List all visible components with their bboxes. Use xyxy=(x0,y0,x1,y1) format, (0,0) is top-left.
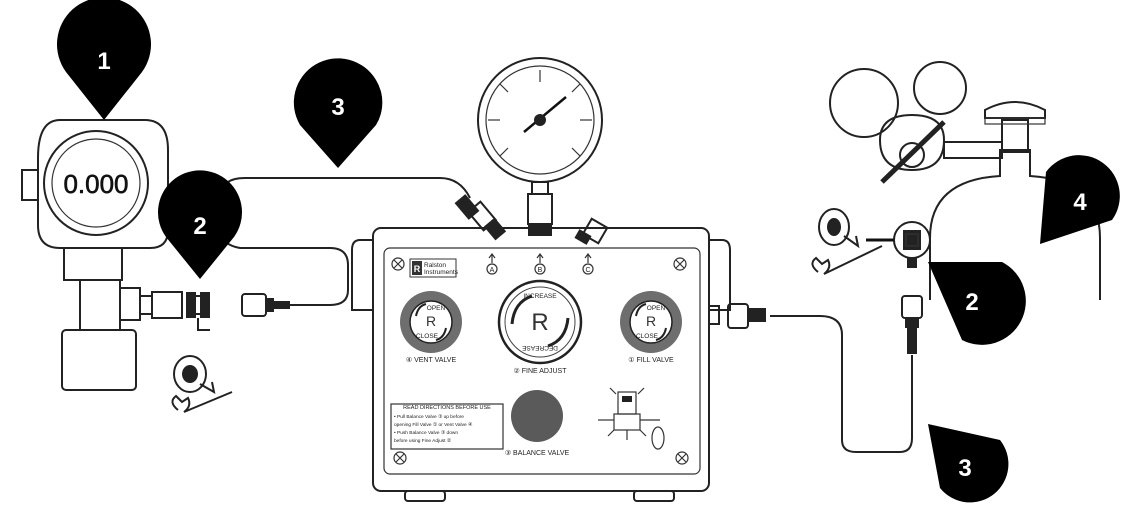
vent-valve-label: ④ VENT VALVE xyxy=(406,356,457,364)
svg-text:DECREASE: DECREASE xyxy=(521,344,557,351)
quick-connect-right xyxy=(901,295,923,354)
svg-text:OPEN: OPEN xyxy=(647,305,666,312)
svg-text:CLOSE: CLOSE xyxy=(636,333,659,340)
directions-line: • Push Balance Valve ③ down xyxy=(394,430,458,436)
svg-text:3: 3 xyxy=(331,94,344,121)
callout-marker: 3 xyxy=(928,424,1009,503)
balance-valve-label: ③ BALANCE VALVE xyxy=(505,449,570,457)
svg-text:3: 3 xyxy=(958,455,971,482)
fill-valve-knob: OPEN R CLOSE xyxy=(620,291,682,353)
svg-text:4: 4 xyxy=(1073,189,1087,216)
corner-screw xyxy=(391,257,405,271)
quick-connect-left xyxy=(241,293,290,317)
brand-subtitle: Instruments xyxy=(424,269,459,276)
panel-connector-right xyxy=(574,217,609,245)
transmitter-display: 0.000 xyxy=(63,169,128,199)
svg-text:C: C xyxy=(585,267,590,274)
balance-valve-knob xyxy=(511,390,563,442)
fill-valve-label: ① FILL VALVE xyxy=(628,356,674,364)
directions-title: READ DIRECTIONS BEFORE USE xyxy=(403,405,491,411)
svg-text:2: 2 xyxy=(965,289,978,316)
calibration-panel: R Ralston Instruments A B C OPEN R CLOSE xyxy=(351,227,766,502)
wrench-icon xyxy=(811,245,883,275)
hose-left xyxy=(221,177,471,306)
gas-regulator-icon xyxy=(829,61,1003,184)
port-b-marker: B xyxy=(534,253,546,275)
panel-connector-left xyxy=(454,194,507,241)
svg-text:B: B xyxy=(538,267,543,274)
svg-text:1: 1 xyxy=(97,48,110,75)
corner-screw xyxy=(673,257,687,271)
callout-marker: 1 xyxy=(57,0,151,120)
schematic-icon xyxy=(598,387,665,450)
svg-text:R: R xyxy=(426,313,436,329)
directions-line: • Pull Balance Valve ③ up before xyxy=(394,414,464,420)
directions-box: READ DIRECTIONS BEFORE USE • Pull Balanc… xyxy=(390,403,504,450)
svg-text:2: 2 xyxy=(193,213,206,240)
regulator-fitting xyxy=(866,221,931,268)
directions-line: opening Fill Valve ① or Vent Valve ④ xyxy=(394,422,473,428)
fine-adjust-knob: INCREASE DECREASE R xyxy=(497,279,583,365)
svg-text:OPEN: OPEN xyxy=(427,305,446,312)
directions-line: before using Fine Adjust ② xyxy=(394,438,452,444)
svg-text:INCREASE: INCREASE xyxy=(523,293,557,300)
callout-marker: 2 xyxy=(928,262,1026,345)
callout-marker: 4 xyxy=(1040,155,1120,244)
svg-text:R: R xyxy=(531,309,548,336)
svg-text:R: R xyxy=(414,264,421,274)
brand-logo: R Ralston Instruments xyxy=(409,258,459,278)
port-c-marker: C xyxy=(582,253,594,275)
svg-text:A: A xyxy=(490,267,495,274)
port-a-marker: A xyxy=(486,253,498,275)
fine-adjust-label: ② FINE ADJUST xyxy=(514,367,568,375)
brand-name: Ralston xyxy=(424,262,446,269)
tape-roll-icon xyxy=(173,355,216,394)
pressure-transmitter: 0.000 xyxy=(21,119,183,391)
callout-marker: 3 xyxy=(293,58,383,169)
corner-screw xyxy=(393,451,407,465)
hose-right xyxy=(770,315,913,453)
corner-screw xyxy=(675,451,689,465)
wrench-icon xyxy=(171,391,233,413)
svg-text:R: R xyxy=(646,313,656,329)
vent-valve-knob: OPEN R CLOSE xyxy=(400,291,462,353)
tape-roll-icon xyxy=(818,208,860,249)
pressure-gauge-icon xyxy=(477,57,603,236)
svg-text:CLOSE: CLOSE xyxy=(416,333,439,340)
callout-marker: 2 xyxy=(158,170,242,279)
transmitter-fitting xyxy=(186,292,210,331)
